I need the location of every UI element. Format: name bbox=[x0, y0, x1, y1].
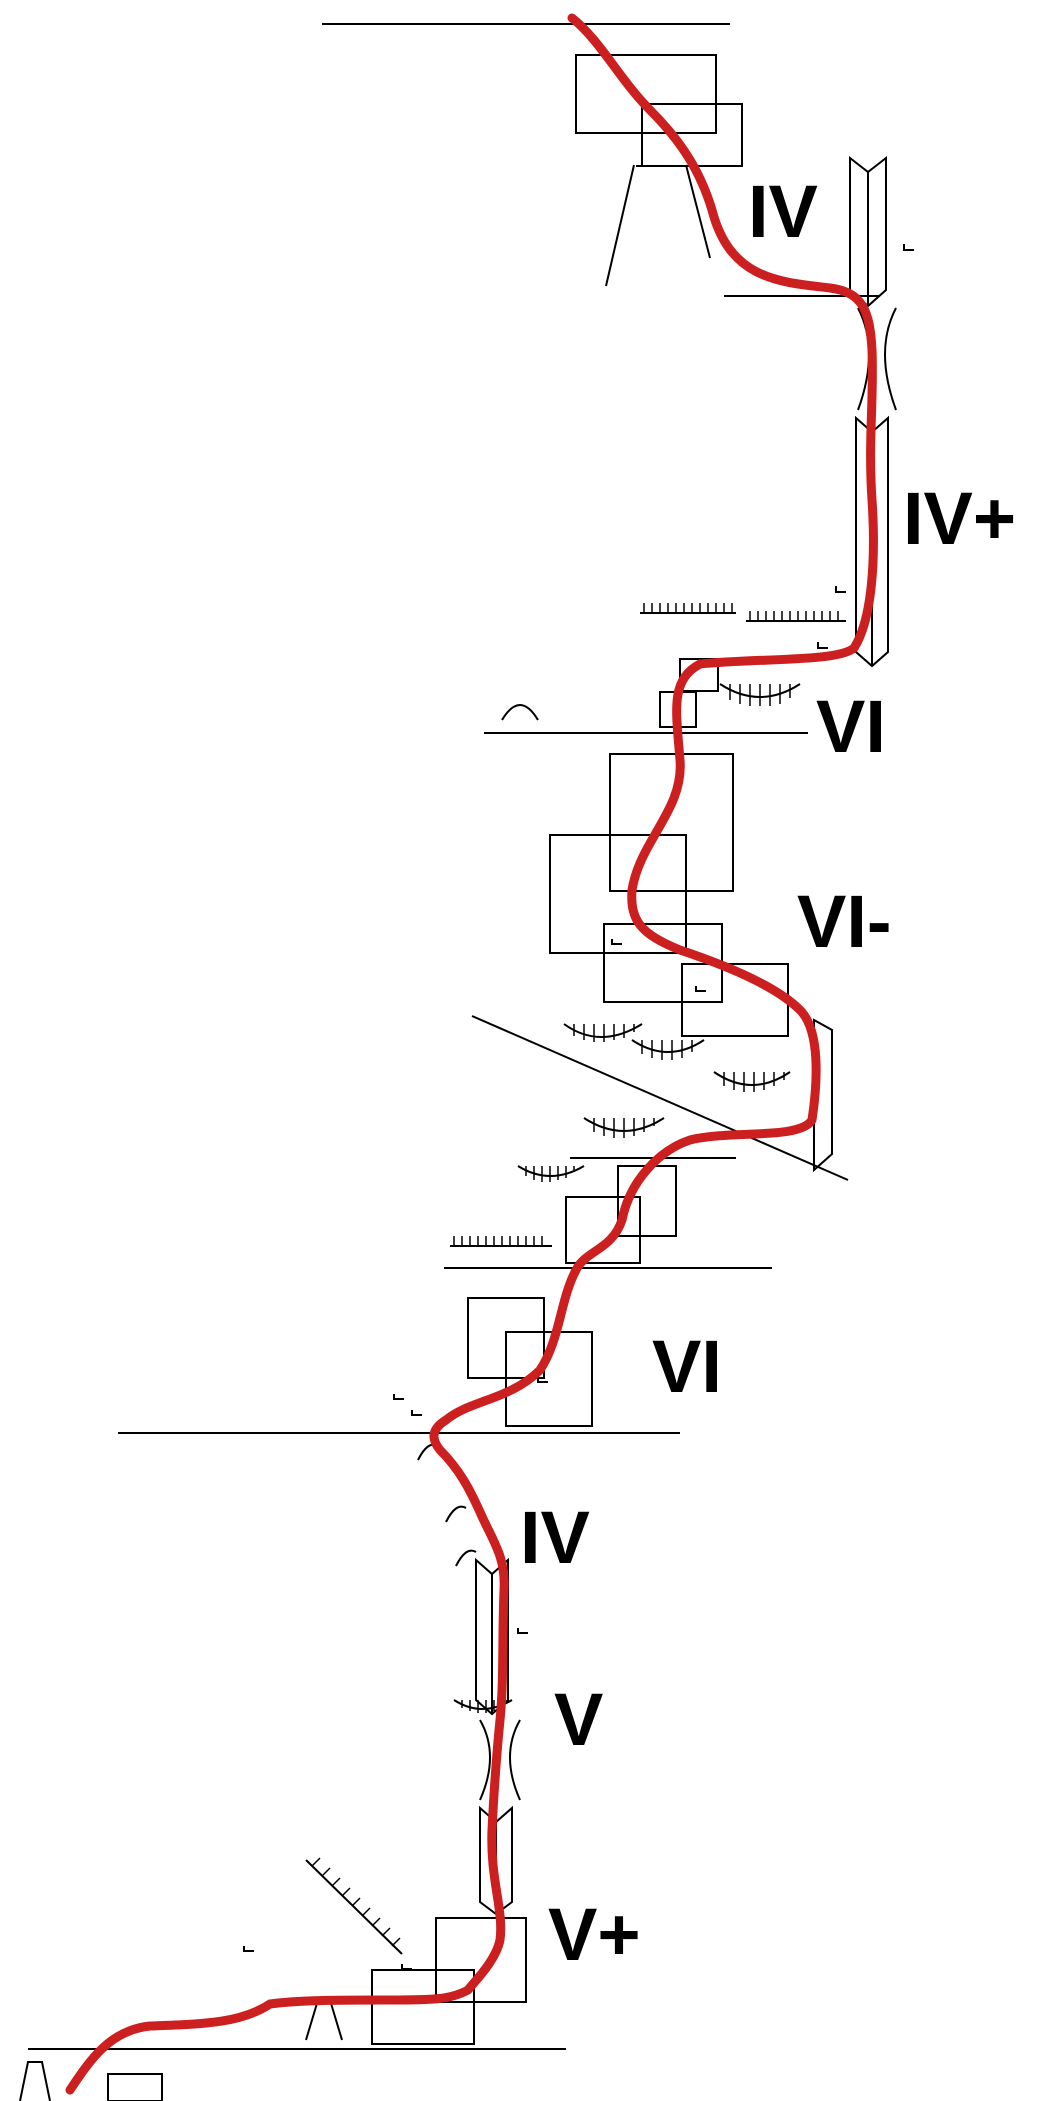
pillar bbox=[19, 2061, 51, 2101]
overhang bbox=[563, 1023, 643, 1038]
bolt-arc bbox=[445, 1505, 467, 1523]
constriction bbox=[857, 307, 897, 411]
block bbox=[371, 1969, 475, 2045]
slab bbox=[305, 1859, 403, 1955]
overhang bbox=[631, 1039, 705, 1053]
piton-icon bbox=[393, 1394, 404, 1400]
overhang bbox=[453, 1699, 513, 1710]
block bbox=[575, 54, 717, 134]
crack bbox=[685, 164, 711, 259]
route-line bbox=[65, 13, 878, 2095]
pitch-grade-5: VI bbox=[652, 1325, 722, 1408]
piton-icon bbox=[537, 1377, 548, 1383]
piton-icon bbox=[835, 586, 846, 593]
slab-hatching bbox=[749, 611, 839, 621]
pitch-grade-6: IV bbox=[520, 1496, 590, 1579]
pitch-grade-3: VI bbox=[816, 685, 886, 768]
piton-icon bbox=[517, 1628, 528, 1634]
slab-hatching bbox=[311, 1857, 401, 1947]
slab-hatching bbox=[453, 1236, 543, 1246]
block bbox=[505, 1331, 593, 1427]
block bbox=[565, 1196, 641, 1264]
pitch-grade-7: V bbox=[554, 1678, 603, 1761]
piton-icon bbox=[817, 642, 828, 649]
pitch-grade-4: VI- bbox=[797, 880, 892, 963]
constriction bbox=[479, 1719, 521, 1801]
pitch-grade-1: IV bbox=[748, 170, 818, 253]
slab-hatching bbox=[643, 603, 733, 613]
crack bbox=[605, 164, 635, 287]
block bbox=[435, 1917, 527, 2003]
overhang-hatching bbox=[461, 684, 791, 1713]
slabs bbox=[305, 603, 846, 1955]
pillar bbox=[305, 1999, 343, 2041]
overhang bbox=[713, 1071, 791, 1086]
pitch-grade-2: IV+ bbox=[903, 477, 1016, 560]
piton-icon bbox=[903, 244, 914, 251]
pitch-grade-8: V+ bbox=[548, 1893, 641, 1976]
block bbox=[609, 753, 734, 892]
features bbox=[19, 164, 711, 2101]
block bbox=[679, 658, 719, 692]
belay-ledge bbox=[471, 1015, 849, 1181]
bolt-arc bbox=[455, 1549, 477, 1567]
piton-icon bbox=[611, 939, 622, 945]
overhangs bbox=[453, 683, 801, 1713]
block bbox=[549, 834, 687, 954]
bump bbox=[501, 704, 539, 721]
piton-icon bbox=[695, 986, 706, 992]
piton-icon bbox=[411, 1410, 422, 1416]
rock-blocks bbox=[107, 54, 789, 2101]
piton-icon bbox=[243, 1946, 254, 1952]
block bbox=[107, 2073, 163, 2101]
pitons bbox=[243, 244, 914, 1970]
piton-icon bbox=[401, 1964, 412, 1970]
